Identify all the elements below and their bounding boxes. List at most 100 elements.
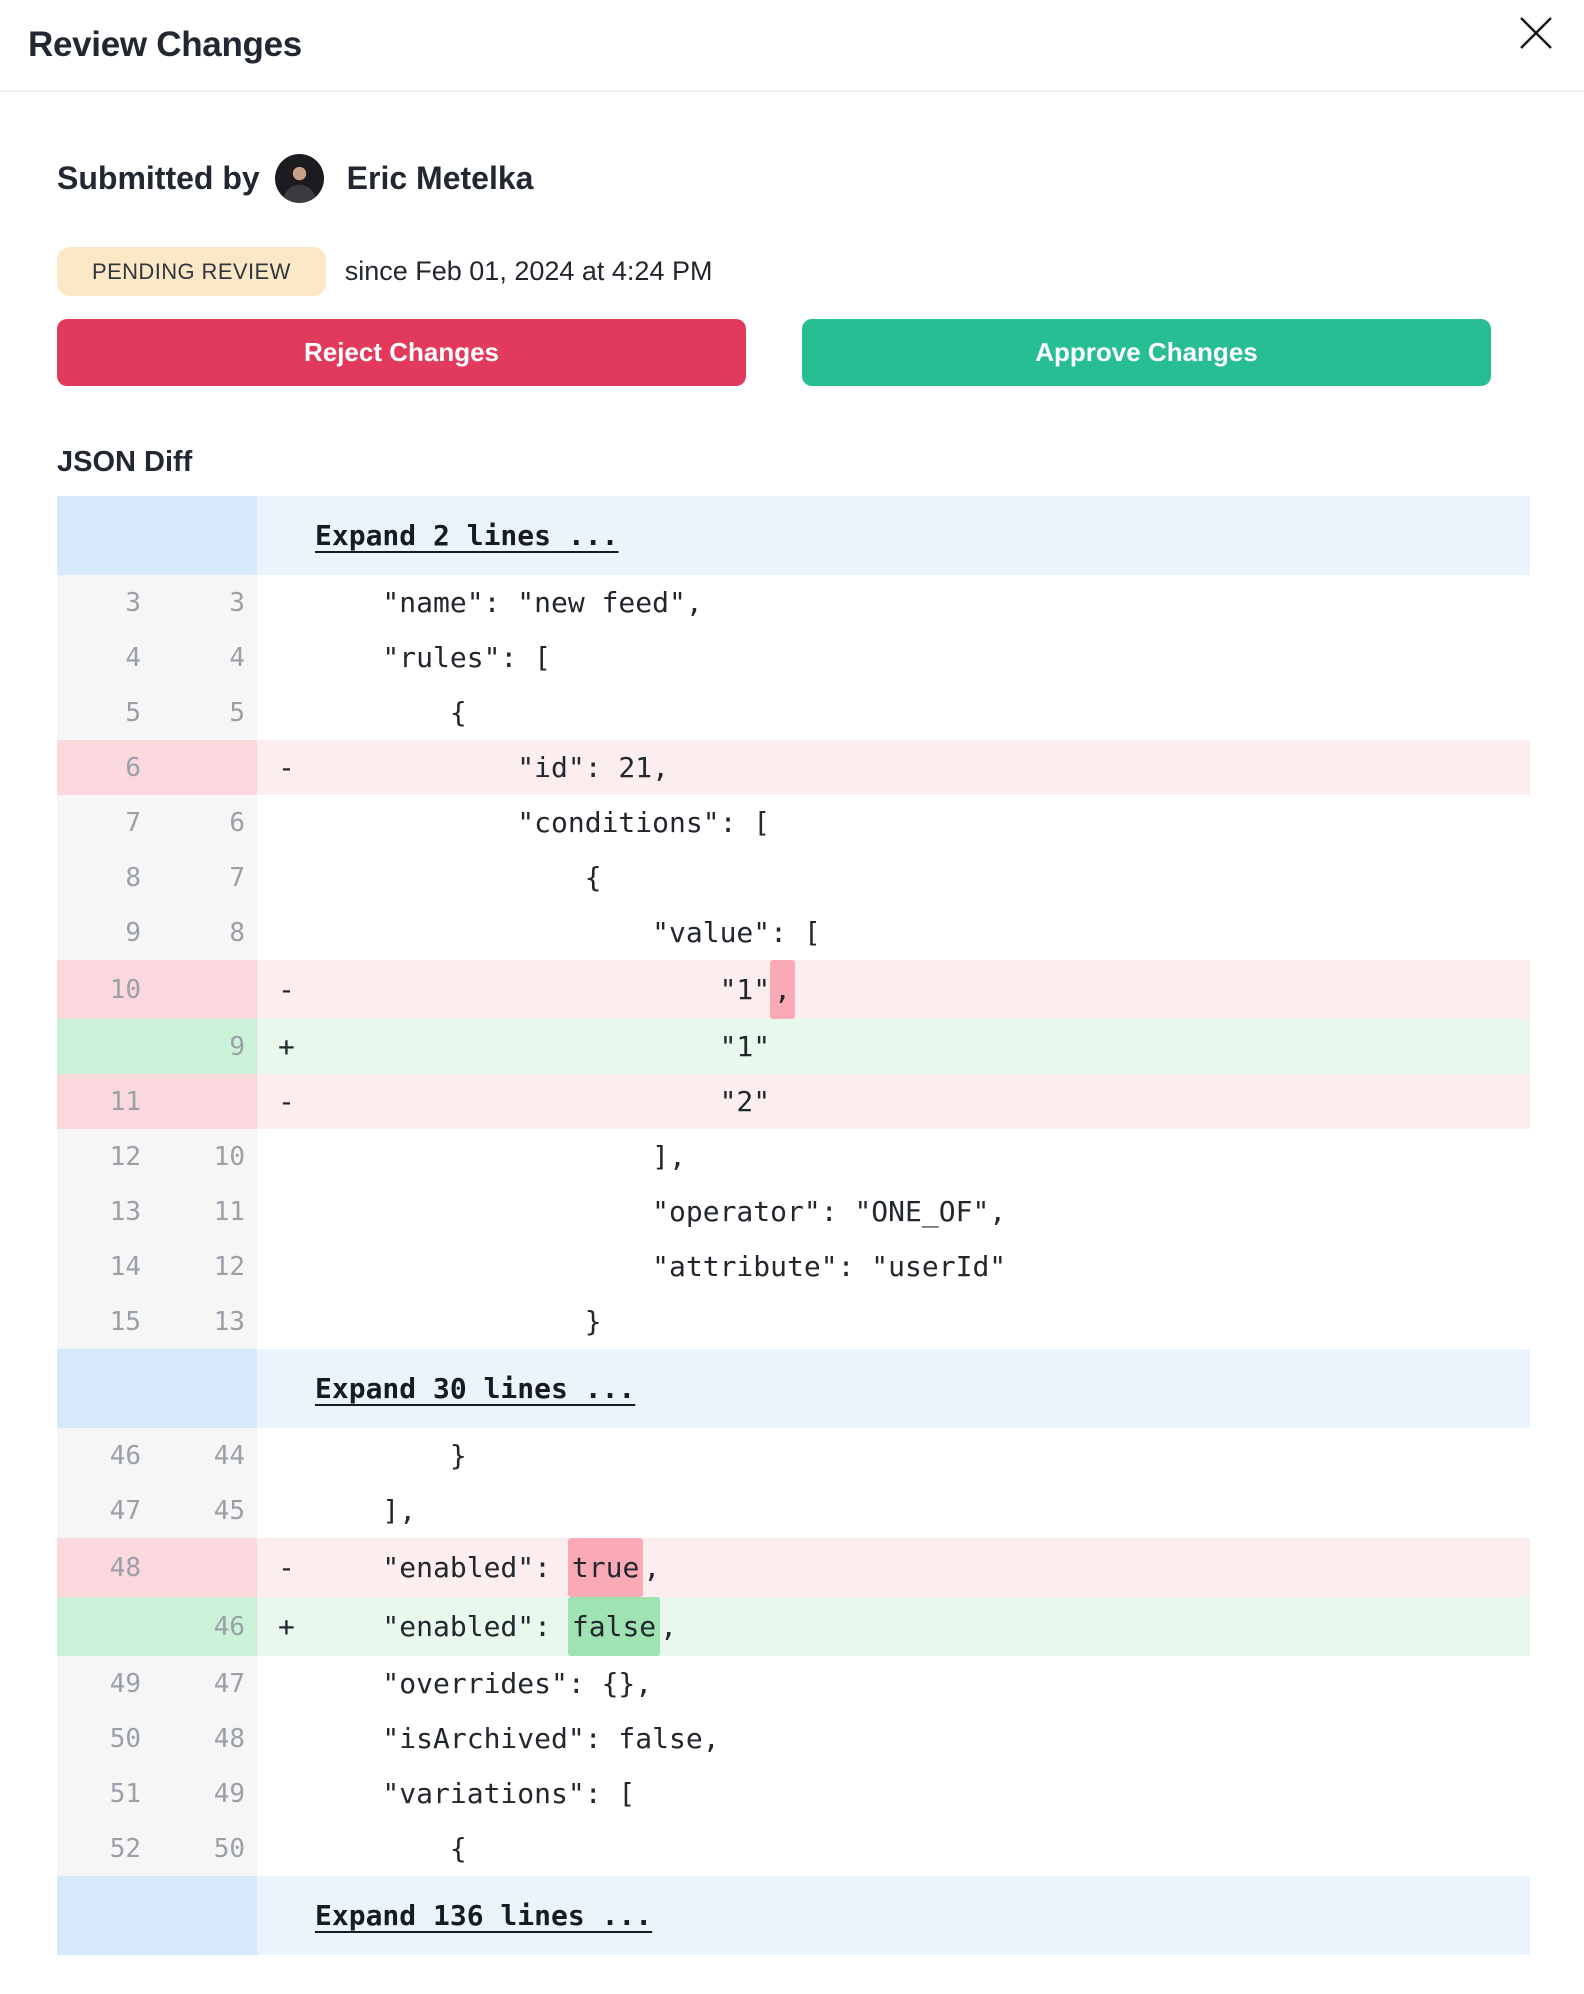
code-line: { <box>315 696 467 729</box>
diff-code-cell: "rules": [ <box>257 630 1530 685</box>
reject-changes-button[interactable]: Reject Changes <box>57 319 746 386</box>
inline-change-highlight: false <box>567 1597 661 1656</box>
diff-gutter: 10 <box>57 960 257 1019</box>
new-line-number <box>141 960 245 1019</box>
diff-gutter <box>57 1349 257 1428</box>
new-line-number: 46 <box>213 1611 245 1642</box>
code-line: "enabled": false, <box>315 1597 677 1656</box>
code-line: "2" <box>315 1085 771 1118</box>
code-line: "1", <box>315 960 796 1019</box>
new-line-number: 6 <box>229 807 245 838</box>
diff-row-del: 6- "id": 21, <box>57 740 1530 795</box>
diff-code-cell: + "1" <box>257 1019 1530 1074</box>
code-line: ], <box>315 1494 417 1527</box>
added-marker: + <box>278 1030 295 1063</box>
new-line-number: 47 <box>213 1668 245 1699</box>
code-line: "1" <box>315 1030 771 1063</box>
diff-gutter: 46 44 <box>57 1428 257 1483</box>
diff-gutter: 13 11 <box>57 1184 257 1239</box>
old-line-number: 51 <box>109 1778 141 1809</box>
expand-link[interactable]: Expand 136 lines ... <box>315 1899 653 1932</box>
submitted-by-row: Submitted by Eric Metelka <box>57 154 1584 203</box>
old-line-number <box>57 1597 141 1656</box>
new-line-number <box>141 1074 245 1129</box>
old-line-number: 4 <box>125 642 141 673</box>
code-line: "overrides": {}, <box>315 1667 653 1700</box>
modal-body: Submitted by Eric Metelka PENDING REVIEW… <box>0 154 1584 1955</box>
old-line-number: 47 <box>109 1495 141 1526</box>
diff-code-cell: { <box>257 1821 1530 1876</box>
old-line-number <box>57 1019 141 1074</box>
old-line-number: 15 <box>109 1306 141 1337</box>
code-line: "isArchived": false, <box>315 1722 720 1755</box>
code-line: } <box>315 1305 602 1338</box>
new-line-number <box>141 1538 245 1597</box>
code-line: "operator": "ONE_OF", <box>315 1195 1007 1228</box>
diff-code-cell: "variations": [ <box>257 1766 1530 1821</box>
diff-gutter <box>57 496 257 575</box>
diff-row-context: 13 11 "operator": "ONE_OF", <box>57 1184 1530 1239</box>
code-line: "rules": [ <box>315 641 552 674</box>
new-line-number: 49 <box>213 1778 245 1809</box>
code-line: "conditions": [ <box>315 806 771 839</box>
diff-code-cell: "name": "new feed", <box>257 575 1530 630</box>
diff-expand-cell: Expand 136 lines ... <box>257 1876 1530 1955</box>
diff-row-context: 12 10 ], <box>57 1129 1530 1184</box>
old-line-number: 11 <box>109 1086 141 1117</box>
new-line-number: 44 <box>213 1440 245 1471</box>
author-name: Eric Metelka <box>346 160 534 196</box>
diff-row-del: 10 - "1", <box>57 960 1530 1019</box>
modal-header: Review Changes <box>0 0 1584 92</box>
code-line: "attribute": "userId" <box>315 1250 1007 1283</box>
old-line-number: 46 <box>109 1440 141 1471</box>
code-line: ], <box>315 1140 686 1173</box>
diff-code-cell: "operator": "ONE_OF", <box>257 1184 1530 1239</box>
diff-code-cell: "value": [ <box>257 905 1530 960</box>
diff-gutter: 12 10 <box>57 1129 257 1184</box>
code-line: "value": [ <box>315 916 821 949</box>
expand-link[interactable]: Expand 30 lines ... <box>315 1372 636 1405</box>
removed-marker: - <box>278 751 295 784</box>
diff-row-expand: Expand 2 lines ... <box>57 496 1530 575</box>
removed-marker: - <box>278 1085 295 1118</box>
old-line-number: 3 <box>125 587 141 618</box>
page-title: Review Changes <box>28 25 302 64</box>
diff-gutter: 9 <box>57 1019 257 1074</box>
close-button[interactable] <box>1516 13 1556 53</box>
new-line-number: 11 <box>213 1196 245 1227</box>
new-line-number: 8 <box>229 917 245 948</box>
diff-code-cell: } <box>257 1294 1530 1349</box>
expand-link[interactable]: Expand 2 lines ... <box>315 519 619 552</box>
code-line: { <box>315 861 602 894</box>
diff-row-context: 51 49 "variations": [ <box>57 1766 1530 1821</box>
old-line-number: 48 <box>109 1552 141 1583</box>
diff-code-cell: - "1", <box>257 960 1530 1019</box>
action-buttons: Reject Changes Approve Changes <box>57 319 1491 386</box>
code-line: "name": "new feed", <box>315 586 703 619</box>
new-line-number: 10 <box>213 1141 245 1172</box>
old-line-number: 13 <box>109 1196 141 1227</box>
old-line-number: 49 <box>109 1668 141 1699</box>
approve-changes-button[interactable]: Approve Changes <box>802 319 1491 386</box>
old-line-number: 8 <box>125 862 141 893</box>
code-line: "enabled": true, <box>315 1538 660 1597</box>
old-line-number: 14 <box>109 1251 141 1282</box>
old-line-number: 12 <box>109 1141 141 1172</box>
diff-code-cell: { <box>257 685 1530 740</box>
old-line-number: 10 <box>109 974 141 1005</box>
code-line: "variations": [ <box>315 1777 636 1810</box>
avatar <box>274 154 324 203</box>
